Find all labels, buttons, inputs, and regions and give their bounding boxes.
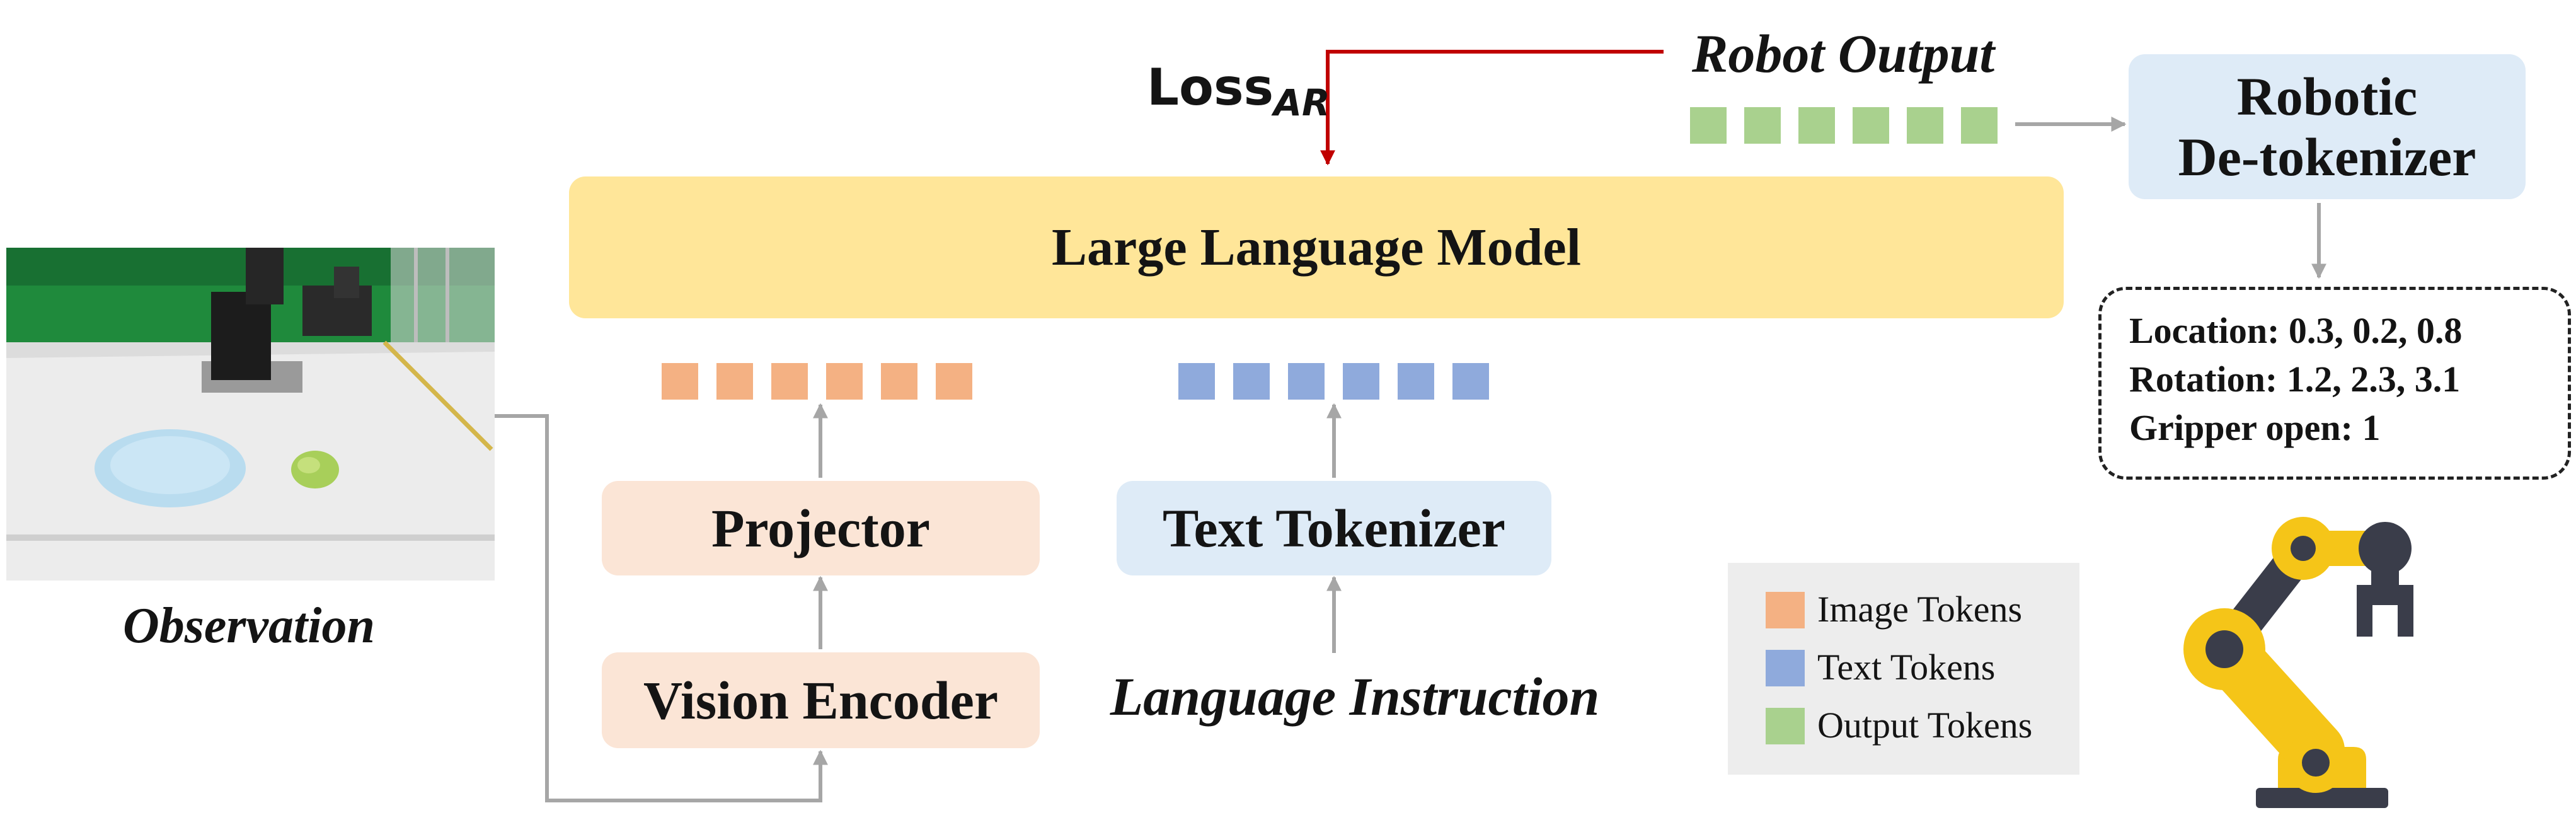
output-values-box: Location: 0.3, 0.2, 0.8 Rotation: 1.2, 2… (2098, 287, 2571, 480)
legend-output-swatch (1766, 708, 1805, 744)
vision-encoder-box: Vision Encoder (602, 652, 1040, 748)
text-token (1398, 363, 1434, 400)
detokenizer-box: Robotic De-tokenizer (2129, 54, 2526, 199)
llm-box: Large Language Model (569, 176, 2064, 318)
loss-subscript: AR (1274, 81, 1330, 124)
gripper-value: Gripper open: 1 (2129, 407, 2381, 448)
text-token (1452, 363, 1489, 400)
output-token (1690, 107, 1727, 144)
text-token (1178, 363, 1215, 400)
robot-output-label: Robot Output (1692, 23, 1995, 84)
text-token (1288, 363, 1325, 400)
detokenizer-line1: Robotic (2236, 66, 2418, 127)
observation-label: Observation (123, 598, 375, 654)
loss-label: LossAR (1147, 58, 1330, 124)
loss-base: Loss (1147, 58, 1274, 117)
robot-arm-icon (2183, 517, 2413, 808)
legend-image-label: Image Tokens (1817, 589, 2023, 630)
text-token (1233, 363, 1270, 400)
image-token (662, 363, 698, 400)
image-token (826, 363, 863, 400)
image-token (881, 363, 917, 400)
rotation-values: Rotation: 1.2, 2.3, 3.1 (2129, 359, 2461, 400)
observation-image (6, 248, 495, 581)
observation-to-encoder-arrow (495, 414, 828, 802)
observation-scene (6, 248, 495, 581)
output-token (1798, 107, 1835, 144)
image-token (716, 363, 753, 400)
loss-arrow (1320, 50, 1664, 166)
output-token (1907, 107, 1943, 144)
detokenizer-line2: De-tokenizer (2178, 127, 2476, 187)
output-token (1853, 107, 1889, 144)
output-token (1961, 107, 1998, 144)
legend: Image Tokens Text Tokens Output Tokens (1728, 563, 2079, 775)
legend-text-label: Text Tokens (1817, 647, 1996, 688)
legend-text-swatch (1766, 650, 1805, 686)
text-token (1343, 363, 1379, 400)
legend-image-swatch (1766, 592, 1805, 628)
legend-output-label: Output Tokens (1817, 705, 2033, 746)
image-token (936, 363, 972, 400)
image-token (771, 363, 808, 400)
text-tokenizer-box: Text Tokenizer (1117, 481, 1551, 575)
output-token (1744, 107, 1781, 144)
location-values: Location: 0.3, 0.2, 0.8 (2129, 310, 2463, 351)
language-instruction-label: Language Instruction (1110, 666, 1600, 727)
projector-box: Projector (602, 481, 1040, 575)
